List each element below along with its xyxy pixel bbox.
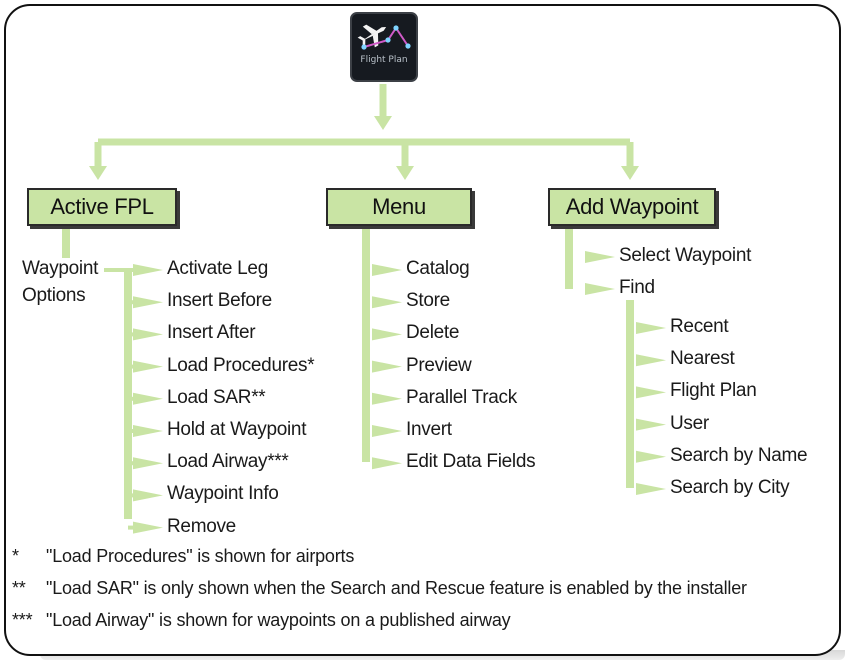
active-fpl-item: Remove bbox=[167, 515, 236, 537]
drop-arrow bbox=[396, 166, 414, 180]
find-item: Recent bbox=[670, 316, 729, 337]
menu-item: Preview bbox=[406, 354, 472, 376]
menu-item: Parallel Track bbox=[406, 386, 517, 408]
active-fpl-item: Load Airway*** bbox=[167, 451, 289, 473]
find-item: Nearest bbox=[670, 348, 735, 370]
find-arrow bbox=[636, 483, 666, 495]
active-fpl-arrow bbox=[133, 360, 163, 373]
footnote-3-text: "Load Airway" is shown for waypoints on … bbox=[46, 610, 511, 630]
active-fpl-item: Activate Leg bbox=[167, 258, 268, 279]
find-arrow bbox=[636, 354, 666, 367]
flight-plan-icon[interactable]: Flight Plan bbox=[350, 12, 418, 82]
add-waypoint-item: Find bbox=[619, 277, 655, 298]
footnote-2-text: "Load SAR" is only shown when the Search… bbox=[46, 578, 747, 598]
menu-item: Catalog bbox=[406, 258, 470, 279]
find-arrow bbox=[636, 322, 666, 334]
active-fpl-arrow bbox=[133, 296, 163, 309]
add-waypoint-arrow bbox=[585, 251, 615, 263]
menu-arrow bbox=[372, 328, 402, 341]
flight-plan-icon-label: Flight Plan bbox=[360, 55, 408, 65]
menu-item: Invert bbox=[406, 419, 452, 440]
active-fpl-item: Insert Before bbox=[167, 290, 272, 312]
active-fpl-item: Hold at Waypoint bbox=[167, 419, 307, 440]
menu-item: Delete bbox=[406, 322, 460, 344]
add-waypoint-box: Add Waypoint bbox=[548, 188, 716, 226]
trunk-arrow bbox=[374, 116, 392, 130]
find-arrow bbox=[636, 450, 666, 463]
menu-arrow bbox=[372, 296, 402, 309]
find-item: Search by Name bbox=[670, 444, 808, 466]
add-waypoint-arrow bbox=[585, 283, 615, 295]
active-fpl-arrow bbox=[133, 392, 163, 405]
active-fpl-box: Active FPL bbox=[27, 188, 177, 226]
active-fpl-arrow bbox=[133, 425, 163, 437]
drop-arrow bbox=[89, 166, 107, 180]
airplane-route-icon bbox=[357, 24, 411, 50]
waypoint-options-label-line2: Options bbox=[22, 285, 86, 306]
active-fpl-arrow bbox=[133, 264, 163, 276]
find-item: User bbox=[670, 412, 709, 434]
footnote-2-mark: ** bbox=[12, 578, 26, 598]
active-fpl-item: Load Procedures* bbox=[167, 354, 315, 376]
add-waypoint-item: Select Waypoint bbox=[619, 245, 752, 266]
find-item: Flight Plan bbox=[670, 380, 757, 402]
footnote-1: * "Load Procedures" is shown for airports bbox=[12, 545, 354, 567]
menu-arrow bbox=[372, 360, 402, 373]
waypoint-options-label-line1: Waypoint bbox=[22, 258, 99, 279]
menu-item: Edit Data Fields bbox=[406, 451, 536, 473]
menu-arrow bbox=[372, 392, 402, 405]
footnote-2: ** "Load SAR" is only shown when the Sear… bbox=[12, 577, 747, 599]
menu-arrow bbox=[372, 457, 402, 470]
active-fpl-item: Waypoint Info bbox=[167, 483, 279, 505]
menu-arrow bbox=[372, 264, 402, 276]
find-arrow bbox=[636, 418, 666, 431]
find-item: Search by City bbox=[670, 477, 790, 498]
drop-arrow bbox=[621, 166, 639, 180]
menu-item: Store bbox=[406, 290, 450, 312]
menu-arrow bbox=[372, 425, 402, 437]
active-fpl-item: Load SAR** bbox=[167, 386, 266, 408]
diagram-frame bbox=[4, 4, 841, 656]
footnote-1-mark: * bbox=[12, 546, 19, 566]
active-fpl-arrow bbox=[133, 457, 163, 470]
footnote-1-text: "Load Procedures" is shown for airports bbox=[46, 546, 355, 566]
menu-box: Menu bbox=[326, 188, 472, 226]
active-fpl-arrow bbox=[133, 521, 163, 534]
active-fpl-item: Insert After bbox=[167, 322, 256, 344]
footnote-3-mark: *** bbox=[12, 610, 33, 630]
active-fpl-arrow bbox=[133, 489, 163, 502]
find-arrow bbox=[636, 386, 666, 399]
footnote-3: *** "Load Airway" is shown for waypoints … bbox=[12, 609, 511, 631]
active-fpl-arrow bbox=[133, 328, 163, 341]
